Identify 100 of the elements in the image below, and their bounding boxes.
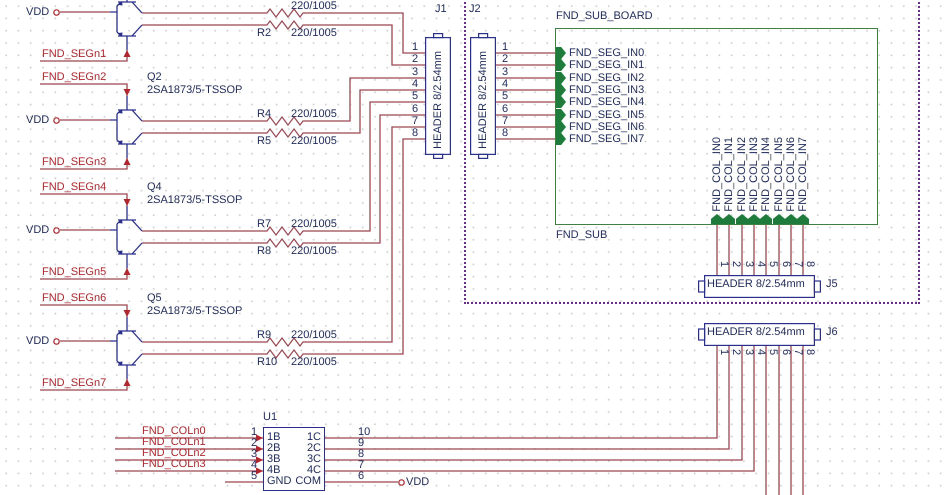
port-name: FND_COL_IN1 [723, 137, 735, 212]
pin-number: 2 [412, 53, 418, 65]
component-value: 220/1005 [291, 27, 337, 39]
pin-number: 8 [502, 127, 508, 139]
component-ref: R5 [257, 135, 272, 147]
pin-number: 6 [780, 261, 792, 268]
pin-number: 5 [502, 90, 508, 102]
wire [40, 379, 130, 391]
pin-number: 8 [358, 449, 364, 460]
wire [142, 242, 255, 244]
pin-number: 5 [767, 349, 779, 356]
pin-name: 4C [306, 464, 321, 476]
wire [225, 481, 263, 483]
net-label: FND_SEGn2 [42, 72, 106, 83]
pin-name: 3B [267, 453, 280, 465]
wire [325, 481, 398, 483]
pin-number: 4 [755, 349, 767, 356]
net-label: FND_SEGn1 [42, 49, 106, 60]
wire [722, 214, 736, 275]
net-label: FND_SEGn5 [42, 267, 106, 278]
net-label: FND_SEGn3 [42, 157, 106, 168]
component-ref: J6 [826, 326, 838, 338]
wire [760, 214, 772, 275]
wire [115, 456, 263, 464]
component-value: 220/1005 [291, 108, 337, 120]
part-number: 2SA1873/5-TSSOP [147, 84, 242, 96]
pin-name: 2B [267, 442, 280, 454]
pin-number: 3 [251, 449, 258, 460]
pin-number: 5 [251, 471, 258, 482]
pin-number: 2 [502, 53, 508, 65]
net-label: FND_SEGn4 [42, 182, 106, 193]
wire [790, 346, 792, 495]
pin-number: 10 [358, 427, 370, 438]
pin-name: 3C [306, 453, 321, 465]
pin-number: 7 [792, 261, 804, 268]
pin-number: 6 [780, 349, 792, 356]
port-name: FND_COL_IN7 [797, 137, 809, 212]
pin-number: 7 [412, 115, 418, 127]
pin-number: 1 [502, 41, 508, 53]
pin-number: 5 [412, 90, 418, 102]
wire [310, 89, 425, 134]
power-label: VDD [26, 114, 50, 126]
wire [60, 11, 110, 13]
component-ref: Q2 [147, 71, 162, 83]
wire [40, 268, 130, 280]
pin-number: 7 [358, 460, 364, 471]
component-ref: R9 [257, 329, 272, 341]
port-name: FND_SEG_IN3 [569, 84, 644, 96]
component-ref: R10 [257, 356, 278, 368]
wire [496, 96, 566, 108]
pin-number: 8 [804, 349, 816, 356]
wire [496, 108, 566, 122]
component-ref: J5 [826, 278, 838, 290]
port-name: FND_COL_IN2 [736, 137, 748, 212]
board-outline [464, 0, 920, 304]
wire [60, 229, 110, 231]
component-ref: Q5 [147, 292, 162, 304]
pin-number: 3 [502, 66, 508, 78]
pin-number: 7 [502, 115, 508, 127]
wire [736, 214, 748, 275]
wire [142, 230, 255, 232]
net-label: FND_COLn3 [142, 459, 206, 470]
net-label: FND_SEGn7 [42, 378, 106, 389]
pin-number: 7 [792, 349, 804, 356]
pin-number: 1 [718, 261, 730, 268]
wire [40, 304, 130, 317]
pin-number: 1 [412, 41, 418, 53]
wire [40, 50, 130, 62]
pin-number: 9 [358, 438, 364, 449]
wire [784, 214, 798, 275]
pin-number: 1 [718, 349, 730, 356]
block-name: FND_SUB [556, 229, 608, 241]
part-label: HEADER 8/2.54mm [707, 326, 805, 338]
pin-number: 4 [251, 460, 258, 471]
block-title: FND_SUB_BOARD [556, 10, 653, 22]
wire [60, 340, 110, 342]
wire [310, 101, 425, 232]
part-label: HEADER 8/2.54mm [477, 51, 489, 149]
port-name: FND_SEG_IN1 [569, 59, 644, 71]
port-name: FND_COL_IN4 [760, 137, 772, 212]
component-ref: R7 [257, 218, 272, 230]
wire [310, 12, 425, 54]
power-label: VDD [26, 335, 50, 347]
wire [765, 346, 767, 495]
net-label: FND_COLn1 [142, 437, 206, 448]
wire [115, 446, 263, 452]
component-ref: R4 [257, 108, 272, 120]
component-ref: R2 [257, 27, 272, 39]
pin-number: 3 [743, 261, 755, 268]
pin-number: 5 [767, 261, 779, 268]
port-name: FND_COL_IN3 [748, 137, 760, 212]
wire [142, 120, 255, 122]
component-value: 220/1005 [291, 356, 337, 368]
power-label: VDD [406, 476, 430, 488]
port-name: FND_SEG_IN7 [569, 133, 644, 145]
port-name: FND_SEG_IN0 [569, 47, 644, 59]
wire [710, 214, 724, 275]
wire [40, 83, 130, 96]
part-label: HEADER 8/2.54mm [707, 278, 805, 290]
wire [496, 84, 566, 96]
